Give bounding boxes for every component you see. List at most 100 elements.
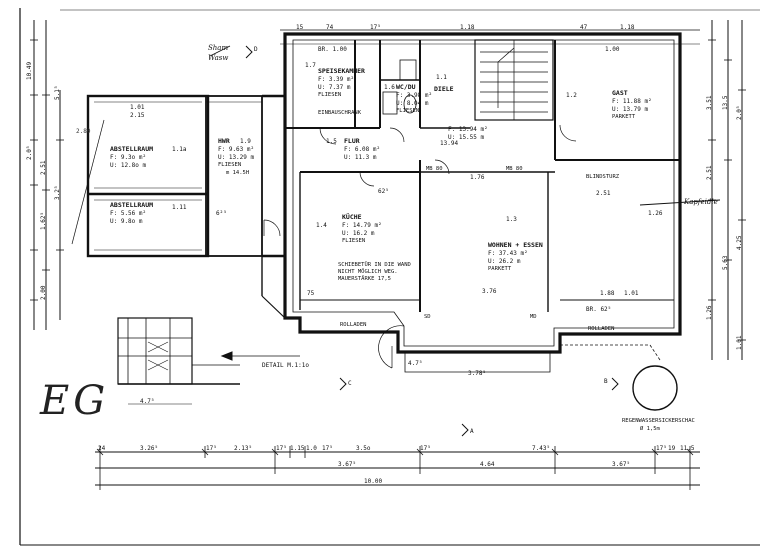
room-area-abstellraum-2: F: 5.56 m² <box>110 210 147 217</box>
dim-top-1: 15 <box>296 24 304 31</box>
dim-slanted: 2.80 <box>76 128 91 135</box>
dim-top-2: 74 <box>326 24 334 31</box>
dim-right-4: 4.25 <box>736 235 743 250</box>
room-name-abstellraum-2: ABSTELLRAUM <box>110 201 154 209</box>
room-name-wohnen: WOHNEN + ESSEN <box>488 241 543 249</box>
room-name-flur: FLUR <box>344 137 360 145</box>
dim-bottom-total: 10.00 <box>364 478 383 485</box>
room-area-speisekammer: F: 3.39 m² <box>318 76 355 83</box>
dim-misc-2: BR. 1.00 <box>318 46 347 53</box>
dim-bottom-row2-1: 3.67⁵ <box>338 461 357 468</box>
room-area-gast: F: 11.88 m² <box>612 98 652 105</box>
dim-bottom-6: 1.15 <box>290 445 305 452</box>
dim-misc-18: 4.7⁵ <box>140 398 155 405</box>
section-mark-c: C <box>348 380 352 387</box>
section-mark-a: A <box>470 428 474 435</box>
room-floor-kueche: FLIESEN <box>342 238 366 244</box>
room-perimeter-kueche: U: 16.2 m <box>342 230 375 237</box>
dim-misc-19: MD <box>530 314 537 320</box>
dim-bottom-5: 17⁵ <box>276 445 287 452</box>
dim-top-3: 17⁵ <box>370 24 381 31</box>
room-name-gast: GAST <box>612 89 628 97</box>
dim-misc-5: 6²⁵ <box>216 210 227 217</box>
room-perimeter-flur: U: 11.3 m <box>344 154 377 161</box>
dim-right-5: 13.5 <box>722 95 729 110</box>
room-number-diele: 1.1 <box>436 74 447 81</box>
room-perimeter-hwr: U: 13.29 m <box>218 154 255 161</box>
rollladen-note-2: ROLLADEN <box>588 326 615 332</box>
room-number-flur: 1.5 <box>326 138 337 145</box>
room-number-gast: 1.2 <box>566 92 577 99</box>
room-name-wc: WC/DU <box>396 83 416 91</box>
dim-top-4: 1.18 <box>460 24 475 31</box>
rollladen-note-1: ROLLADEN <box>340 322 367 328</box>
room-floor-wc: FLIESEN <box>396 108 420 114</box>
section-mark-d: D <box>254 46 258 53</box>
room-area-abstellraum-1: F: 9.3o m² <box>110 154 147 161</box>
dim-right-7: 1.26 <box>706 305 713 320</box>
dim-bottom-1: 24 <box>98 445 106 452</box>
dim-bottom-13: 19 <box>668 445 676 452</box>
einbauschrank-note: EINBAUSCHRANK <box>318 110 362 116</box>
floor-label: EG <box>40 378 110 424</box>
dim-misc-8: 1.76 <box>470 174 485 181</box>
dim-bottom-4: 2.13⁵ <box>234 445 253 452</box>
dim-bottom-7: 1.0 <box>306 445 317 452</box>
detail-label: DETAIL M.1:1o <box>262 362 309 369</box>
dim-misc-9: MB 80 <box>506 166 523 172</box>
room-floor-speisekammer: FLIESEN <box>318 92 342 98</box>
dim-misc-3: 1.01 <box>130 104 145 111</box>
dim-right-6: 2.0⁵ <box>736 105 743 120</box>
handwritten-note-top: Sham <box>208 44 229 52</box>
dim-top-7: 1.18 <box>620 24 635 31</box>
room-floor-wohnen: PARKETT <box>488 266 512 272</box>
handwritten-note-top-2: Wasw <box>208 54 229 62</box>
section-mark-b: B <box>604 378 608 385</box>
room-floor-hwr: FLIESEN <box>218 162 242 168</box>
dim-left-1: 10.49 <box>26 61 33 80</box>
room-perimeter-wc: U: 8.04 m <box>396 100 429 107</box>
dim-misc-6: 62⁵ <box>378 188 389 195</box>
dim-bottom-row2-3: 3.67⁵ <box>612 461 631 468</box>
room-name-hwr: HWR <box>218 137 230 145</box>
dim-misc-15: 1.01 <box>624 290 639 297</box>
dim-bottom-9: 3.5o <box>356 445 371 452</box>
dim-bottom-12: 17⁵ <box>656 445 667 452</box>
schiebetuer-note: SCHIEBETÜR IN DIE WAND <box>338 262 411 268</box>
dim-misc-1: 75 <box>307 290 315 297</box>
room-perimeter-abstellraum-1: U: 12.8o m <box>110 162 147 169</box>
regenwasser-note: REGENWASSERSICKERSCHAC <box>622 418 695 424</box>
dim-bottom-row2-2: 4.64 <box>480 461 495 468</box>
room-area-diele: F: 13.94 m² <box>448 126 488 133</box>
room-number-abstellraum-1: 1.1a <box>172 146 187 153</box>
dim-misc-20: SD <box>424 314 431 320</box>
dim-misc-16: 4.7⁵ <box>408 360 423 367</box>
room-perimeter-wohnen: U: 26.2 m <box>488 258 521 265</box>
dim-misc-10: 3.76 <box>482 288 497 295</box>
room-name-kueche: KÜCHE <box>342 213 362 221</box>
room-perimeter-abstellraum-2: U: 9.8o m <box>110 218 143 225</box>
dim-misc-7: MB 80 <box>426 166 443 172</box>
room-perimeter-speisekammer: U: 7.37 m <box>318 84 351 91</box>
dim-misc-21: 13.94 <box>440 140 459 147</box>
handwritten-note-right: Kapfeidle <box>684 198 718 206</box>
room-name-abstellraum-1: ABSTELLRAUM <box>110 145 154 153</box>
room-number-wc: 1.6 <box>384 84 395 91</box>
dim-top-5: 1.00 <box>605 46 620 53</box>
dim-bottom-14: 11.5 <box>680 445 695 452</box>
room-area-wohnen: F: 37.43 m² <box>488 250 528 257</box>
dim-misc-12: 1.26 <box>648 210 663 217</box>
dim-left-3: 2.51 <box>40 160 47 175</box>
room-area-kueche: F: 14.79 m² <box>342 222 382 229</box>
room-number-speisekammer: 1.7 <box>305 62 316 69</box>
dim-misc-4: 2.15 <box>130 112 145 119</box>
schiebetuer-note-2: NICHT MÖGLICH WEG. <box>338 269 398 275</box>
schiebetuer-note-3: MAUERSTÄRKE 17,5 <box>338 276 391 282</box>
dim-left-7: 3.2⁵ <box>54 185 61 200</box>
room-area-flur: F: 6.08 m² <box>344 146 381 153</box>
dim-right-3: 5.63 <box>722 255 729 270</box>
dim-left-5: 2.00 <box>40 285 47 300</box>
room-area-wc: F: 3.98 m² <box>396 92 433 99</box>
hwr-dimension-note: m 14.5H <box>226 170 250 176</box>
